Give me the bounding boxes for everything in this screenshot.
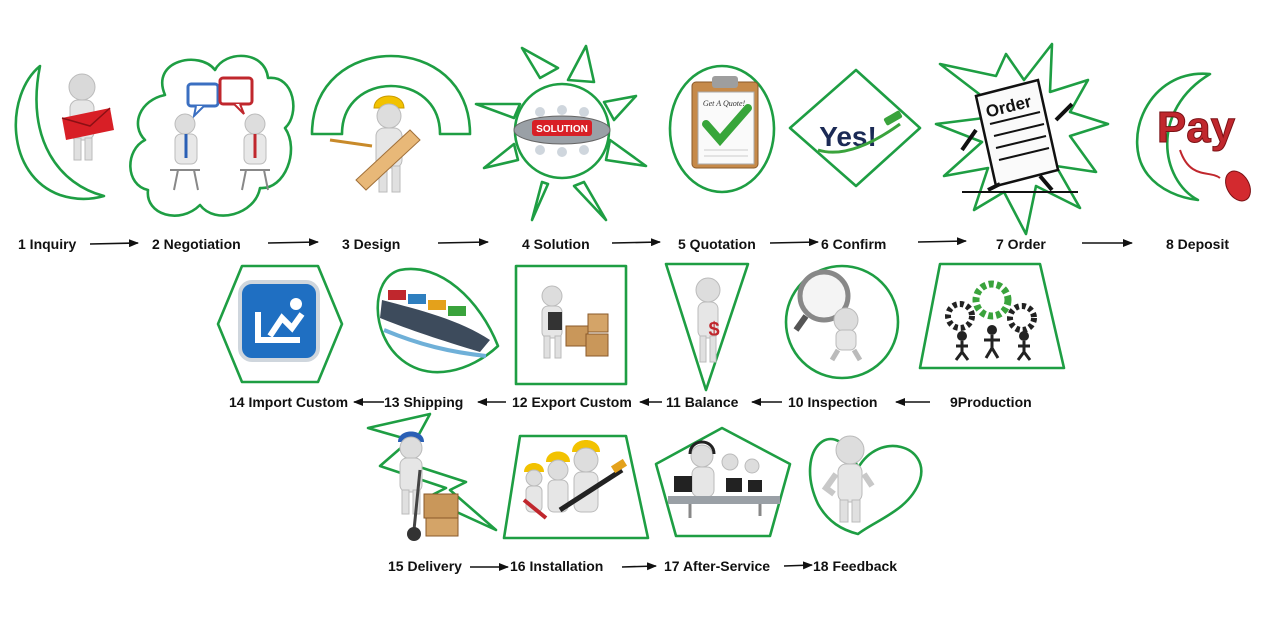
customs-officer-icon <box>238 280 320 362</box>
step-2-frame <box>129 54 295 217</box>
svg-text:$: $ <box>708 319 719 341</box>
person-envelope-icon <box>61 73 114 161</box>
step-17-frame <box>654 426 792 538</box>
step-label-8: 8 Deposit <box>1166 236 1230 252</box>
yes-text: Yes! <box>819 121 877 152</box>
person-boxes-icon <box>541 285 609 359</box>
two-people-chat-icon <box>170 76 270 191</box>
step-label-11: 11 Balance <box>666 394 739 410</box>
step-label-5: 5 Quotation <box>678 236 756 252</box>
step-6-frame: Yes! <box>788 68 922 188</box>
step-label-10: 10 Inspection <box>788 394 878 410</box>
clipboard-check-icon: Get A Quote! <box>691 76 759 169</box>
step-label-4: 4 Solution <box>522 236 590 252</box>
step-label-2: 2 Negotiation <box>152 236 241 252</box>
step-18-frame <box>808 435 923 536</box>
flow-arrows <box>89 237 1133 571</box>
step-label-3: 3 Design <box>342 236 401 252</box>
step-15-frame <box>366 412 498 541</box>
step-label-1: 1 Inquiry <box>18 236 77 252</box>
arrow-5-6 <box>769 238 819 247</box>
step-label-16: 16 Installation <box>510 558 604 574</box>
step-3-frame <box>310 54 472 193</box>
step-label-7: 7 Order <box>996 236 1046 252</box>
step-label-13: 13 Shipping <box>384 394 464 410</box>
step-label-17: 17 After-Service <box>664 558 771 574</box>
arrow-1-2 <box>89 239 139 248</box>
workers-tools-icon <box>522 440 628 520</box>
step-14-frame <box>216 264 344 384</box>
step-label-15: 15 Delivery <box>388 558 462 574</box>
arrow-6-7 <box>917 237 967 246</box>
cargo-ship-icon <box>380 290 490 358</box>
worker-ruler-icon <box>329 95 421 193</box>
quote-text: Get A Quote! <box>703 99 746 108</box>
step-1-frame <box>14 64 114 201</box>
arrow-4-5 <box>611 238 661 247</box>
gears-team-icon <box>945 280 1037 361</box>
conference-table-icon: SOLUTION <box>513 105 611 157</box>
step-9-frame <box>918 262 1066 370</box>
step-label-9: 9Production <box>950 394 1032 410</box>
thumbs-up-person-icon <box>821 435 875 523</box>
running-order-icon: Order <box>960 78 1078 193</box>
pay-mouse-icon: Pay <box>1156 103 1251 202</box>
step-11-frame: $ <box>664 262 750 392</box>
arrow-17-18 <box>783 561 813 570</box>
step-7-frame: Order <box>934 42 1110 236</box>
step-16-frame <box>502 434 650 540</box>
step-4-frame: SOLUTION <box>474 44 648 222</box>
arrow-3-4 <box>437 238 489 247</box>
arrow-2-3 <box>267 238 319 247</box>
step-label-14: 14 Import Custom <box>229 394 349 410</box>
step-5-frame: Get A Quote! <box>668 64 776 194</box>
yes-check-icon: Yes! <box>817 110 903 154</box>
person-dollar-icon: $ <box>695 277 721 363</box>
pay-text: Pay <box>1157 103 1236 152</box>
step-10-frame <box>784 264 900 380</box>
call-center-icon <box>668 440 780 518</box>
hand-truck-icon <box>398 431 459 541</box>
step-8-frame: Pay <box>1135 72 1251 202</box>
step-label-18: 18 Feedback <box>813 558 898 574</box>
step-label-6: 6 Confirm <box>821 236 887 252</box>
step-13-frame <box>376 267 500 374</box>
magnifier-person-icon <box>793 269 863 362</box>
solution-text: SOLUTION <box>536 124 588 135</box>
step-12-frame <box>514 264 628 386</box>
step-label-12: 12 Export Custom <box>512 394 632 410</box>
arrow-16-17 <box>621 562 657 571</box>
